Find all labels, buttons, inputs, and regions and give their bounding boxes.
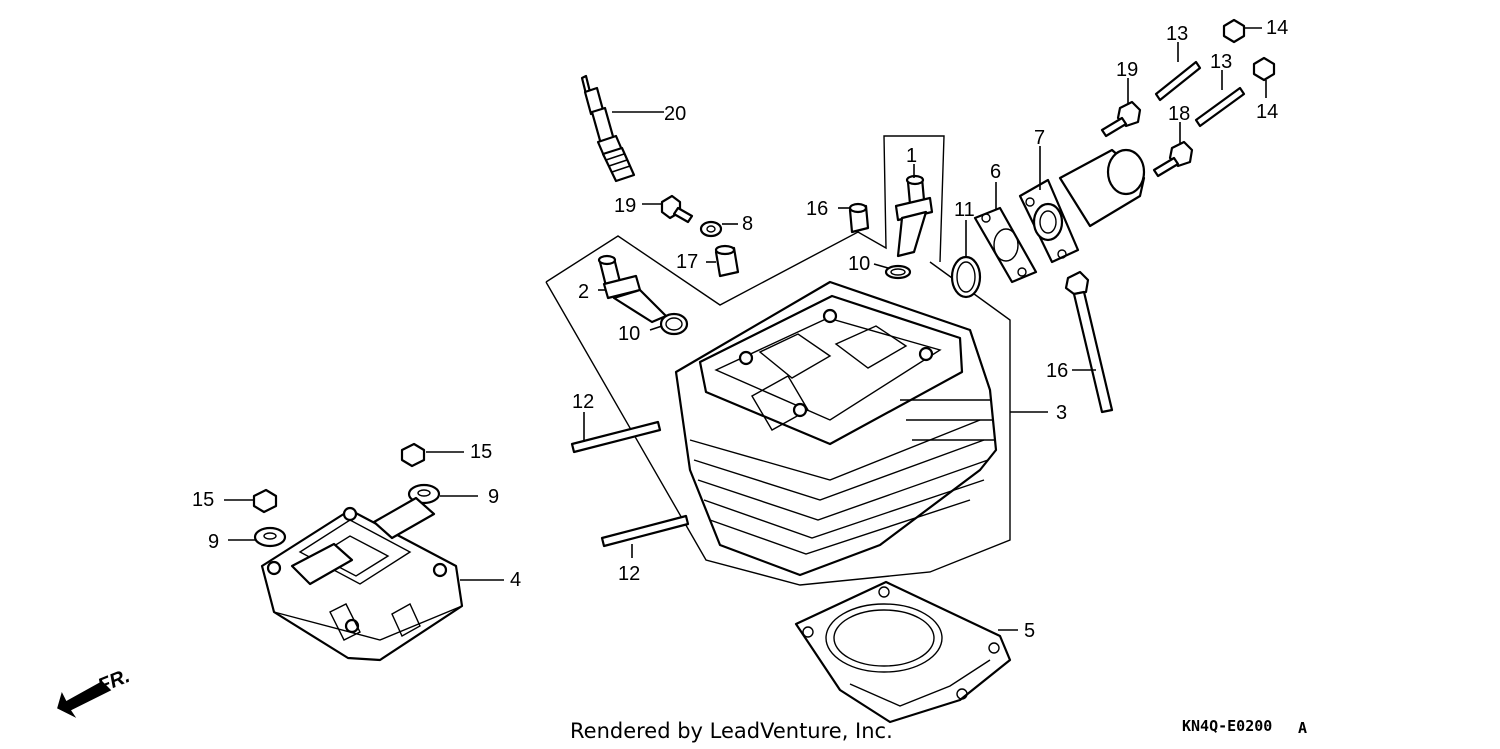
diagram-suffix: A	[1298, 719, 1307, 737]
callout-8: 8	[742, 213, 753, 235]
callout-14-upper: 14	[1266, 17, 1288, 39]
camshaft-holder-4-part	[260, 496, 464, 662]
stud-13-lower-part	[1194, 86, 1246, 128]
callout-12-upper: 12	[572, 391, 594, 413]
diagram-code: KN4Q-E0200	[1182, 717, 1272, 735]
group-outline-lines	[545, 135, 1011, 586]
washer-8-part	[699, 220, 723, 238]
callout-13-lower: 13	[1210, 51, 1232, 73]
callout-19-upper: 19	[1116, 59, 1138, 81]
callout-16-upper: 16	[806, 198, 828, 220]
callout-14-lower: 14	[1256, 101, 1278, 123]
callout-9-lower: 9	[208, 531, 219, 553]
nut-14-upper-part	[1222, 18, 1246, 44]
bolt-18-part	[660, 194, 694, 224]
bolt-19-upper-part	[1100, 100, 1142, 138]
callout-labels: 20 1 19 8 16 17 2 10 10 11 6 7 19 18 13 …	[192, 17, 1288, 642]
callout-10-upper: 10	[848, 253, 870, 275]
bolt-17-part	[1064, 270, 1114, 414]
callout-13-upper: 13	[1166, 23, 1188, 45]
valve-guide-2-part	[597, 254, 668, 324]
callout-10-lower: 10	[618, 323, 640, 345]
intake-pipe-7-part	[1018, 148, 1146, 264]
callout-11: 11	[954, 199, 975, 221]
stud-12-upper-part	[570, 420, 662, 454]
bolt-19-lower-part	[1152, 140, 1194, 178]
valve-guide-1-part	[894, 174, 934, 258]
cylinder-head-part	[674, 280, 998, 577]
callout-1: 1	[906, 145, 917, 167]
nut-15-lower-part	[252, 488, 278, 514]
o-ring-11-part	[950, 255, 982, 299]
front-direction-arrow-icon: FR.	[57, 665, 133, 718]
callout-15-lower: 15	[192, 489, 214, 511]
insulator-gasket-6-part	[973, 206, 1038, 284]
footer-credit: Rendered by LeadVenture, Inc.	[570, 719, 893, 743]
washer-9-lower-part	[253, 526, 287, 548]
front-direction-label: FR.	[95, 665, 133, 697]
callout-16-lower: 17	[676, 251, 698, 273]
callout-12-lower: 12	[618, 563, 640, 585]
o-ring-10-lower-part	[659, 312, 689, 336]
dowel-16-upper-part	[848, 202, 870, 234]
callout-2: 2	[578, 281, 589, 303]
callout-7: 7	[1034, 127, 1045, 149]
callout-3: 3	[1056, 402, 1067, 424]
callout-5: 5	[1024, 620, 1035, 642]
stud-12-lower-part	[600, 514, 690, 548]
spark-plug-part	[580, 74, 636, 183]
callout-18: 19	[614, 195, 636, 217]
o-ring-10-upper-part	[884, 264, 912, 280]
leader-lines	[224, 27, 1267, 631]
callout-19-lower: 18	[1168, 103, 1190, 125]
callout-4: 4	[510, 569, 521, 591]
callout-17: 16	[1046, 360, 1068, 382]
dowel-16-lower-part	[714, 244, 740, 278]
nut-14-lower-part	[1252, 56, 1276, 82]
nut-15-upper-part	[400, 442, 426, 468]
callout-6: 6	[990, 161, 1001, 183]
callout-9-upper: 9	[488, 486, 499, 508]
callout-20: 20	[664, 103, 686, 125]
stud-13-upper-part	[1154, 60, 1202, 102]
callout-15-upper: 15	[470, 441, 492, 463]
head-gasket-5-part	[794, 580, 1012, 724]
